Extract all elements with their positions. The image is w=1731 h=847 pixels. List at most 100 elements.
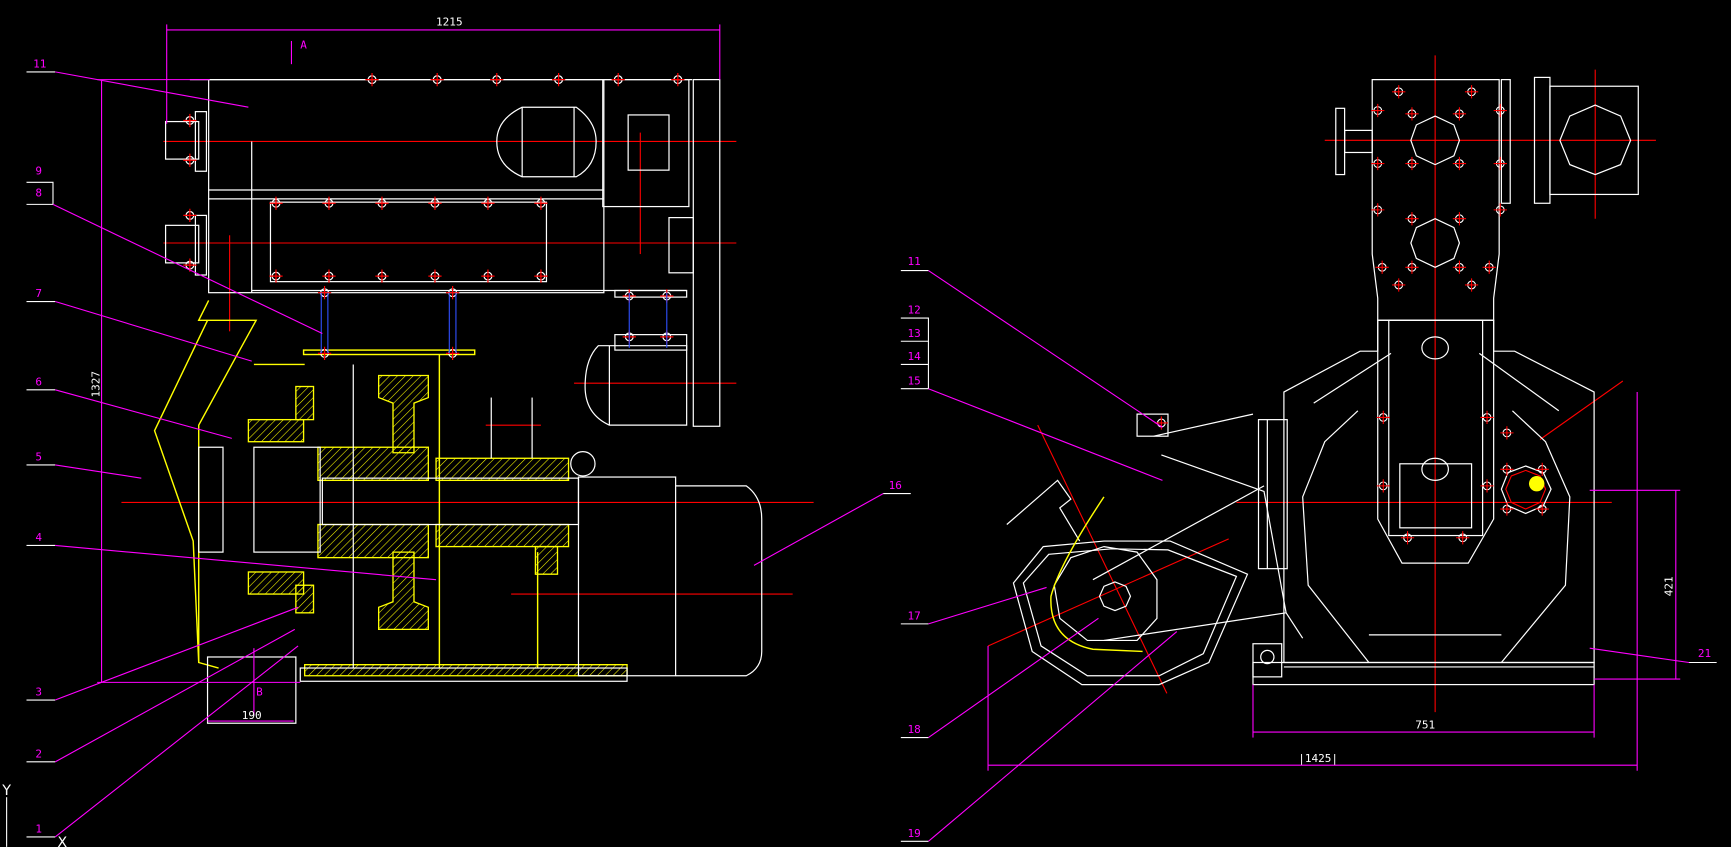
column-housing-stroke bbox=[1549, 85, 1639, 196]
belt-drive-assembly-stroke bbox=[1252, 643, 1283, 678]
part-leaders-stroke bbox=[928, 270, 1163, 428]
bolt-centerline bbox=[534, 269, 548, 283]
belt-drive-assembly-stroke bbox=[1136, 413, 1169, 437]
part-leaders-stroke bbox=[900, 317, 929, 390]
column-housing-stroke bbox=[1410, 218, 1461, 268]
bolt-centerline bbox=[322, 196, 336, 210]
bolt-centerline bbox=[1493, 103, 1507, 118]
part-leaders-stroke bbox=[55, 606, 299, 701]
part-label: 18 bbox=[907, 723, 920, 736]
part-leaders-stroke bbox=[55, 300, 252, 362]
upper-housing-stroke bbox=[692, 79, 721, 427]
bolt-centerline bbox=[1452, 260, 1467, 274]
bolt-centerline bbox=[671, 72, 685, 87]
scraper-arc bbox=[1050, 496, 1143, 653]
bolt-centerline bbox=[428, 196, 442, 210]
bolt-centerline bbox=[183, 153, 197, 167]
belt-drive-assembly-stroke bbox=[1012, 540, 1249, 686]
bolt-centerline bbox=[183, 208, 197, 223]
bolt-centerline bbox=[534, 196, 548, 210]
bolts bbox=[183, 72, 685, 361]
part-label: 16 bbox=[889, 479, 902, 492]
part-leaders-stroke bbox=[55, 544, 437, 581]
bolt-centerline bbox=[430, 72, 444, 87]
upper-housing-stroke bbox=[614, 334, 688, 351]
gear-section-hatch-stroke bbox=[534, 545, 559, 575]
part-leaders bbox=[26, 71, 911, 838]
main-body-stroke bbox=[1283, 319, 1595, 664]
shaft-and-motor bbox=[198, 364, 763, 724]
bolt-centerline bbox=[317, 346, 332, 361]
bolt-centerline bbox=[1154, 416, 1168, 430]
ucs-y-label: Y bbox=[1, 783, 11, 799]
part-label: 3 bbox=[35, 686, 42, 699]
part-label: 2 bbox=[35, 747, 42, 760]
bolt-centerline bbox=[1500, 462, 1514, 476]
bolt-centerline bbox=[1480, 479, 1494, 493]
part-leaders-stroke bbox=[1589, 647, 1690, 664]
part-label: 12 bbox=[907, 304, 920, 317]
bolt-centerline bbox=[1456, 531, 1470, 545]
column-housing bbox=[1335, 76, 1639, 321]
part-leaders-stroke bbox=[928, 617, 1099, 739]
bolt-centerline bbox=[1464, 85, 1479, 99]
upper-housing-stroke bbox=[164, 120, 200, 160]
part-label: 21 bbox=[1698, 647, 1711, 660]
belt-drive-assembly-stroke bbox=[1006, 479, 1081, 542]
dim-height: 421 bbox=[1662, 576, 1675, 596]
bolt-centerline bbox=[375, 196, 389, 210]
bolt-centerline bbox=[481, 196, 495, 210]
bolt-centerline bbox=[365, 72, 379, 87]
main-body-stroke bbox=[1388, 319, 1484, 537]
part-label: 6 bbox=[35, 375, 42, 388]
ucs-icon: Y X bbox=[1, 783, 67, 847]
bolt-centerline bbox=[1480, 410, 1494, 425]
upper-housing-stroke bbox=[269, 201, 548, 283]
inspection-port bbox=[1500, 465, 1552, 515]
centerlines-stroke bbox=[1539, 380, 1624, 440]
shaft-and-motor-stroke bbox=[206, 656, 297, 724]
centerlines-stroke bbox=[1037, 424, 1168, 694]
shaft-and-motor-stroke bbox=[198, 446, 224, 553]
dim-outlet-width: 190 bbox=[242, 709, 262, 722]
anchor-studs bbox=[320, 292, 668, 354]
belt-drive-assembly-stroke bbox=[1022, 548, 1238, 677]
part-label: 17 bbox=[907, 609, 920, 622]
bolt-centerline bbox=[1376, 410, 1390, 425]
part-leaders-stroke bbox=[26, 181, 54, 205]
bolt-centerline bbox=[269, 269, 283, 283]
hopper-stroke bbox=[197, 300, 258, 669]
gear-section-hatch-stroke bbox=[435, 457, 570, 482]
bolt-centerline bbox=[1452, 156, 1467, 171]
shaft-and-motor-stroke bbox=[253, 446, 321, 553]
bolt-centerline bbox=[1405, 212, 1419, 226]
inspection-port-stroke bbox=[1500, 465, 1552, 515]
upper-housing-stroke bbox=[194, 111, 208, 172]
section-mark-a: A bbox=[300, 39, 307, 52]
part-leaders-stroke bbox=[55, 464, 142, 479]
shaft-and-motor-stroke bbox=[570, 451, 596, 477]
main-body-stroke bbox=[1421, 457, 1449, 481]
part-leaders-stroke bbox=[55, 71, 249, 108]
bolt-centerline bbox=[445, 346, 460, 361]
centerlines bbox=[987, 55, 1656, 713]
upper-housing bbox=[164, 79, 721, 427]
bolt-centerline bbox=[322, 269, 336, 283]
bolt-centerline bbox=[481, 269, 495, 283]
bolt-centerline bbox=[1500, 502, 1514, 516]
bolt-centerline bbox=[428, 269, 442, 283]
section-mark-b: B bbox=[256, 686, 263, 699]
column-housing-stroke bbox=[1410, 115, 1461, 166]
part-label: 1 bbox=[35, 823, 42, 836]
gear-section-hatch-stroke bbox=[377, 374, 429, 454]
main-body-stroke bbox=[1257, 419, 1288, 570]
part-label: 19 bbox=[907, 827, 920, 840]
upper-housing-stroke bbox=[627, 114, 670, 171]
upper-housing-stroke bbox=[194, 214, 208, 276]
bolt-centerline bbox=[1464, 278, 1479, 292]
bolt-centerline bbox=[1500, 426, 1514, 440]
gear-section-hatch bbox=[247, 374, 628, 677]
part-leaders bbox=[900, 270, 1717, 842]
main-body-stroke bbox=[1313, 352, 1560, 412]
